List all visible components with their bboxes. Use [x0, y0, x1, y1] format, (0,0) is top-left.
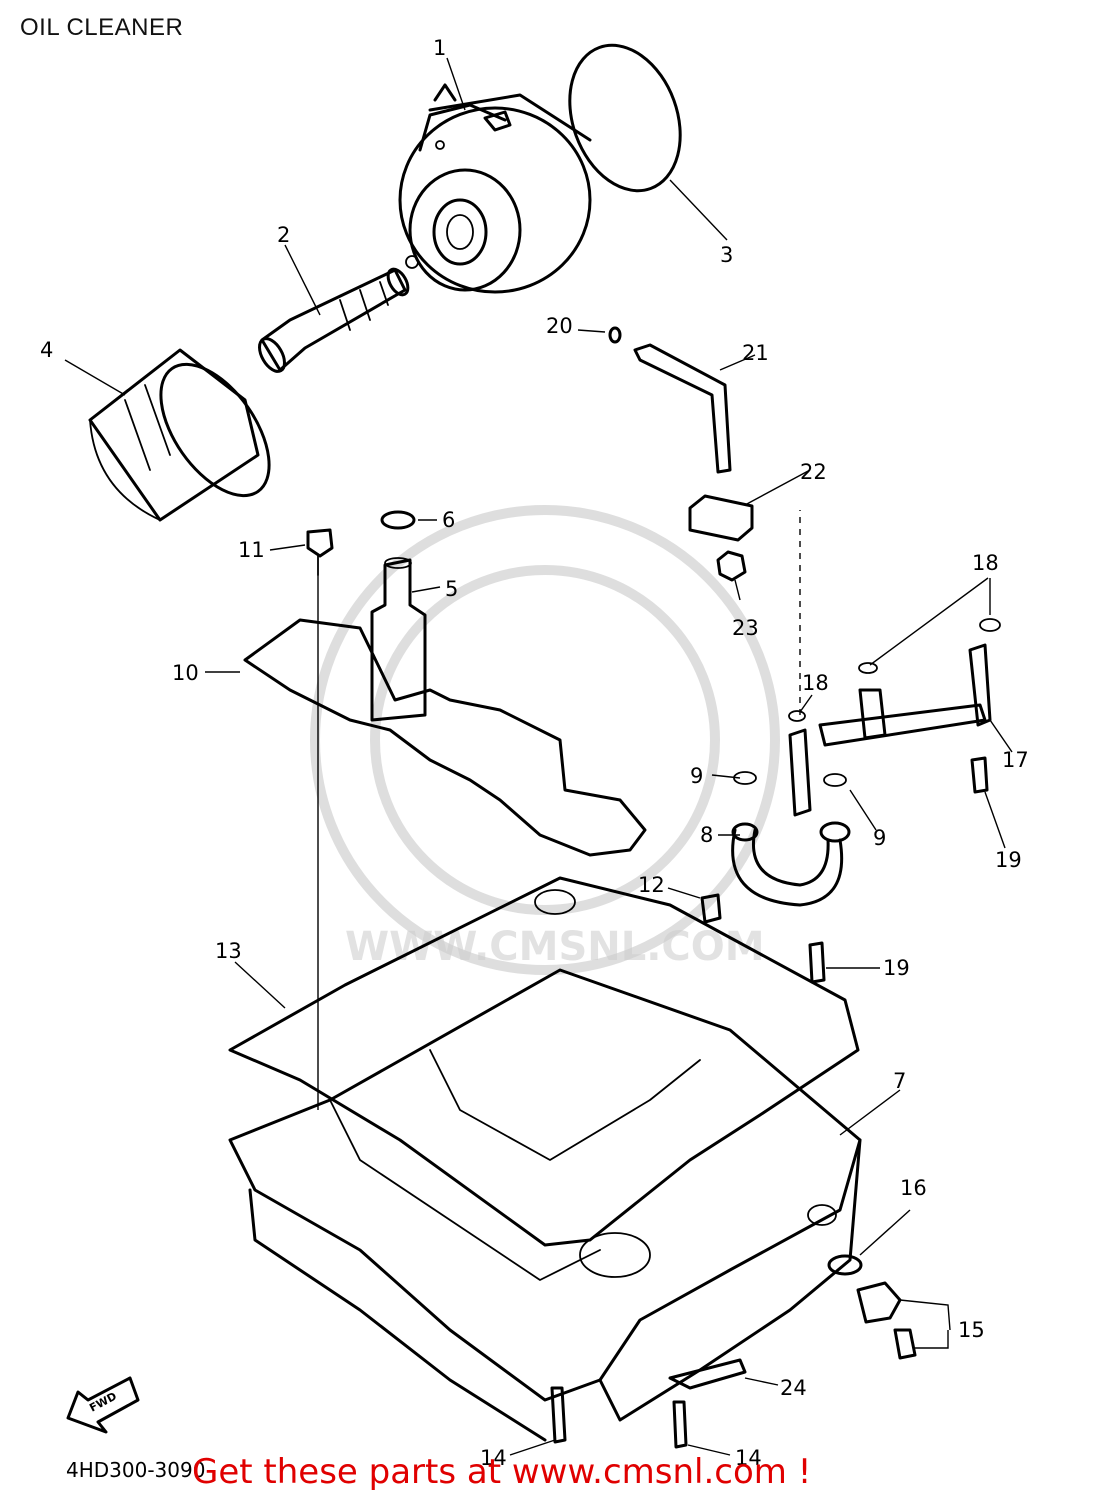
part-bracket-24[interactable]	[668, 1358, 747, 1390]
part-damper-22[interactable]	[688, 494, 754, 542]
part-bolt-19a[interactable]	[970, 756, 989, 794]
leader-lines	[64, 57, 1013, 1456]
callout-5: 5	[445, 577, 458, 601]
part-bolt-11[interactable]	[306, 528, 334, 1110]
fwd-arrow-icon: FWD	[66, 1376, 140, 1434]
callout-21: 21	[742, 341, 769, 365]
callout-9a: 9	[690, 764, 703, 788]
part-bolt-19b[interactable]	[808, 941, 826, 984]
callout-19b: 19	[883, 956, 910, 980]
callout-19a: 19	[995, 848, 1022, 872]
part-bolt-14a[interactable]	[550, 1386, 567, 1444]
callout-18b: 18	[802, 671, 829, 695]
part-gasket-13[interactable]	[228, 876, 860, 1247]
part-oil-cooler[interactable]	[398, 83, 592, 294]
page-title: OIL CLEANER	[20, 14, 184, 41]
part-drain-bolt-15[interactable]	[856, 1281, 917, 1360]
callout-9b: 9	[873, 826, 886, 850]
callout-10: 10	[172, 661, 199, 685]
callout-17: 17	[1002, 748, 1029, 772]
callout-20: 20	[546, 314, 573, 338]
part-nut-23[interactable]	[716, 550, 747, 582]
callout-6: 6	[442, 508, 455, 532]
callout-7: 7	[893, 1069, 906, 1093]
part-union-bolt[interactable]	[254, 266, 412, 376]
part-oil-pipe-assembly[interactable]	[731, 618, 1001, 907]
callout-14a: 14	[480, 1446, 507, 1470]
callout-4: 4	[40, 338, 53, 362]
part-strainer-5[interactable]	[370, 557, 427, 722]
callout-1: 1	[433, 36, 446, 60]
part-baffle-plate-10[interactable]	[243, 618, 647, 857]
part-pipe-21[interactable]	[608, 326, 732, 474]
part-oil-pan-7[interactable]	[228, 968, 862, 1442]
callout-18a: 18	[972, 551, 999, 575]
callout-24: 24	[780, 1376, 807, 1400]
drawing-code: 4HD300-3090	[66, 1458, 206, 1482]
callout-14b: 14	[735, 1446, 762, 1470]
callout-2: 2	[277, 223, 290, 247]
callout-13: 13	[215, 939, 242, 963]
part-gasket-16[interactable]	[827, 1254, 863, 1276]
callout-8: 8	[700, 823, 713, 847]
callout-16: 16	[900, 1176, 927, 1200]
watermark-text: WWW.CMSNL.COM	[345, 924, 765, 970]
callout-11: 11	[238, 538, 265, 562]
promo-link[interactable]: Get these parts at www.cmsnl.com !	[192, 1452, 812, 1492]
callout-3: 3	[720, 243, 733, 267]
part-12[interactable]	[700, 893, 722, 924]
part-o-ring-6[interactable]	[380, 510, 416, 530]
callout-12: 12	[638, 873, 665, 897]
callout-labels: 1 2 3 4 5 6 7 8 9 9 10 11 12 13 14 14 15…	[40, 36, 1029, 1470]
cmsnl-watermark: WWW.CMSNL.COM	[310, 505, 780, 975]
callout-22: 22	[800, 460, 827, 484]
part-bolt-14b[interactable]	[672, 1400, 688, 1449]
callout-15: 15	[958, 1318, 985, 1342]
callout-23: 23	[732, 616, 759, 640]
part-o-ring-3[interactable]	[550, 30, 699, 207]
part-oil-filter[interactable]	[88, 346, 291, 522]
